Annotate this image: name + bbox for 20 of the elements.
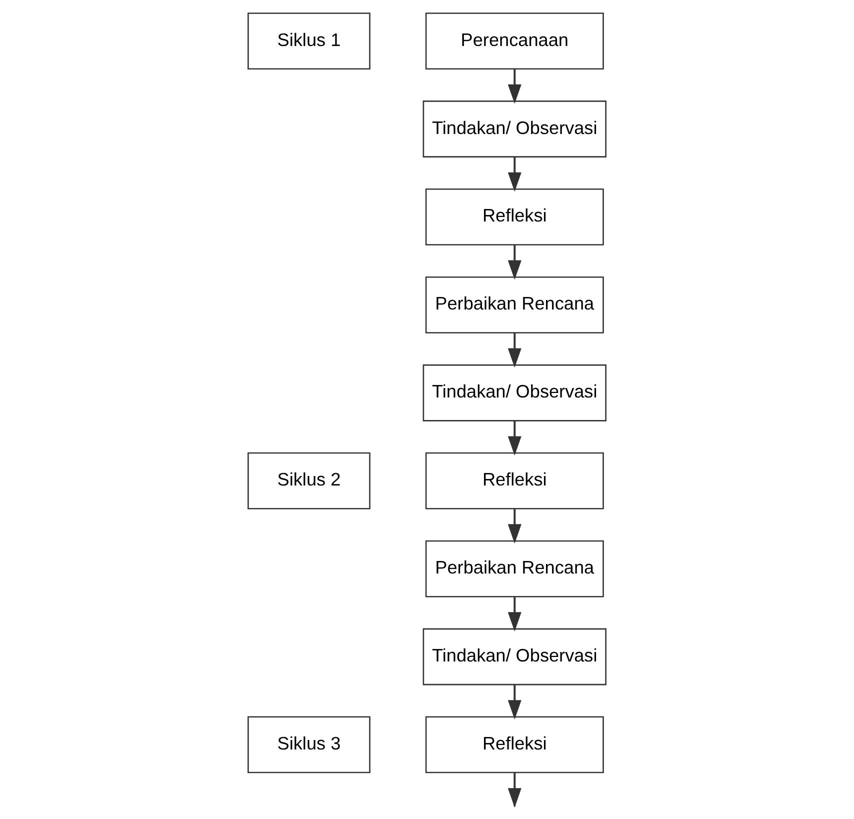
node-box: Perencanaan <box>425 12 604 70</box>
node-box: Refleksi <box>425 716 604 774</box>
arrow <box>508 420 522 456</box>
node-box: Refleksi <box>425 452 604 510</box>
arrow <box>508 684 522 720</box>
arrow <box>508 156 522 192</box>
arrow <box>508 244 522 280</box>
node-box: Siklus 3 <box>248 716 370 774</box>
node-box: Tindakan/ Observasi <box>422 364 606 422</box>
node-box: Siklus 1 <box>248 12 370 70</box>
arrow <box>508 332 522 368</box>
arrow <box>508 596 522 632</box>
node-box: Perbaikan Rencana <box>425 276 604 334</box>
arrow <box>508 68 522 104</box>
node-box: Siklus 2 <box>248 452 370 510</box>
arrow <box>508 508 522 544</box>
node-box: Perbaikan Rencana <box>425 540 604 598</box>
node-box: Tindakan/ Observasi <box>422 628 606 686</box>
node-box: Refleksi <box>425 188 604 246</box>
node-box: Tindakan/ Observasi <box>422 100 606 158</box>
